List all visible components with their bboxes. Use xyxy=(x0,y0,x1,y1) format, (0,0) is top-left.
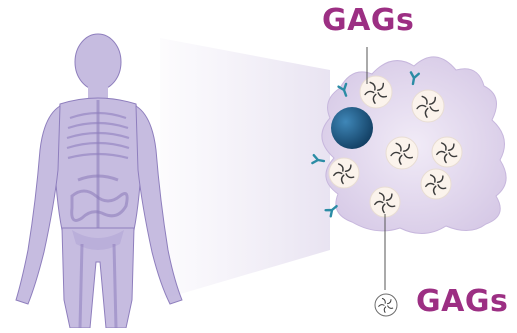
lysosome-icon xyxy=(432,137,462,167)
nucleus-icon xyxy=(331,107,373,149)
zoom-beam xyxy=(160,38,330,300)
human-anatomy-icon xyxy=(16,34,182,328)
lysosome-icon xyxy=(386,137,418,169)
gag-particle-icon xyxy=(375,294,397,316)
lysosome-icon xyxy=(412,90,444,122)
gags-label-top: GAGs xyxy=(322,6,414,36)
lysosome-icon xyxy=(360,76,392,108)
lysosome-icon xyxy=(329,158,359,188)
lysosome-icon xyxy=(370,187,400,217)
lysosome-icon xyxy=(421,169,451,199)
gags-label-bottom: GAGs xyxy=(416,287,508,317)
